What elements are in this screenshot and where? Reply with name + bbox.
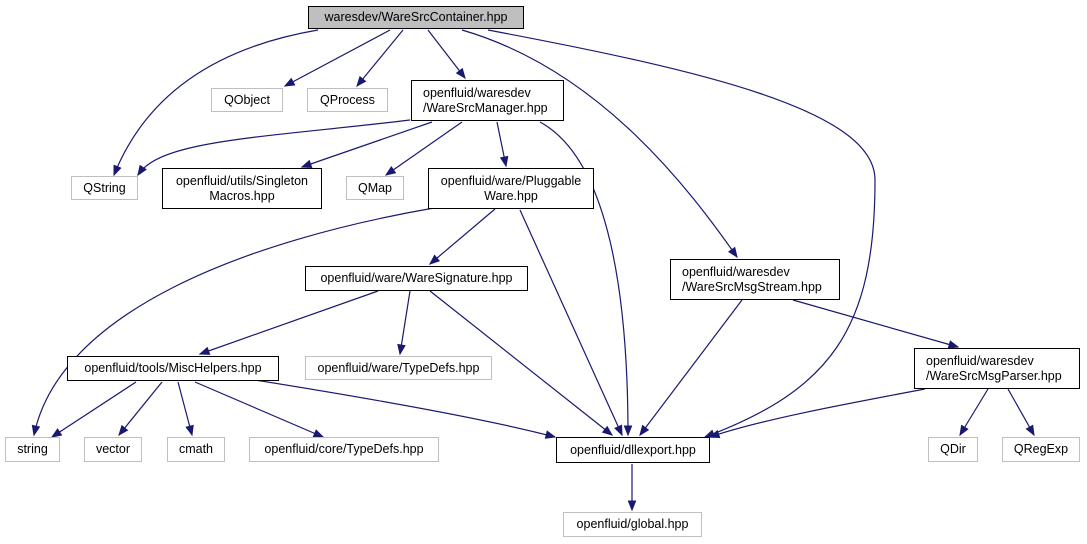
node-label: openfluid/ware/Pluggable (440, 173, 582, 188)
node-qdir: QDir (928, 437, 978, 462)
arrowhead-msgparser-qdir (959, 424, 969, 437)
edge-signature-dllexport (429, 290, 613, 436)
node-label: openfluid/dllexport.hpp (570, 442, 696, 457)
arrowhead-pluggable-dllexport (614, 424, 623, 437)
edge-misc-coretypedefs (194, 381, 324, 438)
edge-pluggable-signature (429, 208, 496, 265)
edge-root-dllexport (487, 29, 876, 438)
node-global: openfluid/global.hpp (563, 512, 702, 537)
node-ware-typedefs: openfluid/ware/TypeDefs.hpp (305, 356, 492, 380)
arrowhead-signature-misc (198, 346, 211, 355)
node-label: QProcess (320, 92, 375, 107)
node-label: waresdev/WareSrcContainer.hpp (324, 10, 508, 24)
edge-root-msgstream (461, 29, 738, 258)
edge-root-qobject (284, 29, 391, 87)
node-label: openfluid/global.hpp (576, 517, 689, 531)
edge-signature-typedefs (399, 290, 411, 355)
node-label: openfluid/waresdev (926, 353, 1034, 368)
edge-pluggable-string (33, 207, 435, 436)
node-label: QString (83, 180, 126, 195)
node-label: openfluid/utils/Singleton (175, 173, 309, 188)
node-waresrcmanager[interactable]: openfluid/waresdev /WareSrcManager.hpp (411, 80, 564, 121)
node-qmap: QMap (346, 176, 404, 200)
arrowhead-misc-dllexport (544, 430, 557, 439)
node-label: Macros.hpp (209, 188, 275, 203)
node-label: /WareSrcMsgParser.hpp (926, 368, 1062, 383)
edge-pluggable-dllexport (519, 209, 623, 436)
node-label: QObject (224, 92, 270, 107)
arrowhead-root-msgstream (727, 246, 738, 259)
node-qregexp: QRegExp (1002, 437, 1080, 462)
arrowhead-misc-cmath (185, 424, 194, 437)
node-dllexport[interactable]: openfluid/dllexport.hpp (556, 437, 710, 463)
node-label: openfluid/waresdev (423, 85, 531, 100)
node-label: string (17, 442, 48, 456)
arrowhead-msgparser-dllexport (708, 429, 721, 439)
node-label: /WareSrcMsgStream.hpp (682, 279, 822, 294)
arrowhead-manager-pluggable (499, 155, 509, 168)
node-core-typedefs: openfluid/core/TypeDefs.hpp (249, 437, 439, 462)
edge-manager-qmap (385, 121, 463, 176)
edge-msgparser-dllexport (709, 388, 926, 438)
edge-signature-misc (199, 290, 379, 355)
arrowhead-manager-qmap (384, 166, 397, 176)
edge-msgstream-msgparser (792, 299, 959, 348)
arrowhead-signature-typedefs (397, 343, 406, 356)
arrowhead-msgstream-dllexport (639, 424, 650, 437)
arrowhead-misc-coretypedefs (312, 429, 325, 438)
edge-root-qprocess (356, 29, 404, 87)
edge-misc-string (51, 381, 137, 438)
edge-manager-qstring (137, 119, 411, 176)
node-qstring: QString (71, 176, 138, 200)
arrowhead-root-manager (455, 67, 466, 80)
arrowhead-dllexport-global (627, 500, 637, 512)
node-cmath: cmath (167, 437, 225, 462)
arrowhead-manager-dllexport (623, 425, 633, 437)
arrowhead-root-qstring (113, 164, 122, 177)
arrowhead-pluggable-signature (428, 254, 441, 265)
arrowhead-pluggable-string (31, 424, 41, 437)
node-waresignature[interactable]: openfluid/ware/WareSignature.hpp (305, 266, 528, 291)
node-label: QMap (357, 180, 393, 195)
arrowhead-manager-qstring (137, 164, 147, 177)
arrowhead-msgstream-msgparser (947, 340, 960, 349)
arrowhead-manager-singleton (300, 159, 313, 168)
node-label: QDir (940, 442, 966, 456)
node-string: string (5, 437, 60, 462)
edge-msgstream-dllexport (639, 299, 743, 436)
arrowhead-misc-string (50, 428, 63, 438)
node-label: cmath (178, 442, 214, 456)
node-pluggableware[interactable]: openfluid/ware/Pluggable Ware.hpp (428, 168, 594, 209)
edge-root-manager (427, 29, 466, 79)
node-waresrccontainer[interactable]: waresdev/WareSrcContainer.hpp (308, 6, 524, 29)
node-waresrcmsgparser[interactable]: openfluid/waresdev /WareSrcMsgParser.hpp (914, 348, 1080, 389)
node-label: vector (95, 442, 131, 456)
edge-manager-singleton (301, 121, 433, 168)
node-label: openfluid/tools/MiscHelpers.hpp (84, 361, 262, 375)
arrowhead-misc-vector (118, 424, 129, 437)
node-singletonmacros[interactable]: openfluid/utils/Singleton Macros.hpp (162, 168, 322, 209)
node-label: /WareSrcManager.hpp (423, 100, 548, 115)
node-label: openfluid/ware/WareSignature.hpp (320, 271, 513, 285)
node-mischelpers[interactable]: openfluid/tools/MiscHelpers.hpp (67, 356, 279, 381)
arrowhead-signature-dllexport (601, 425, 614, 436)
arrowhead-msgparser-qregexp (1025, 424, 1035, 437)
node-label: QRegExp (1013, 442, 1069, 456)
edge-manager-dllexport (539, 121, 629, 436)
node-vector: vector (84, 437, 142, 462)
node-qobject: QObject (211, 88, 283, 112)
node-label: openfluid/core/TypeDefs.hpp (264, 442, 424, 456)
edge-root-qstring (113, 29, 319, 176)
node-label: openfluid/ware/TypeDefs.hpp (317, 360, 480, 375)
node-qprocess: QProcess (307, 88, 388, 112)
arrowhead-root-qobject (283, 77, 296, 87)
node-label: Ware.hpp (484, 188, 538, 203)
node-label: openfluid/waresdev (682, 264, 790, 279)
arrowhead-root-qprocess (356, 75, 367, 88)
edge-misc-dllexport (254, 379, 556, 438)
edge-misc-vector (118, 381, 163, 436)
node-waresrcmsgstream[interactable]: openfluid/waresdev /WareSrcMsgStream.hpp (670, 259, 840, 300)
